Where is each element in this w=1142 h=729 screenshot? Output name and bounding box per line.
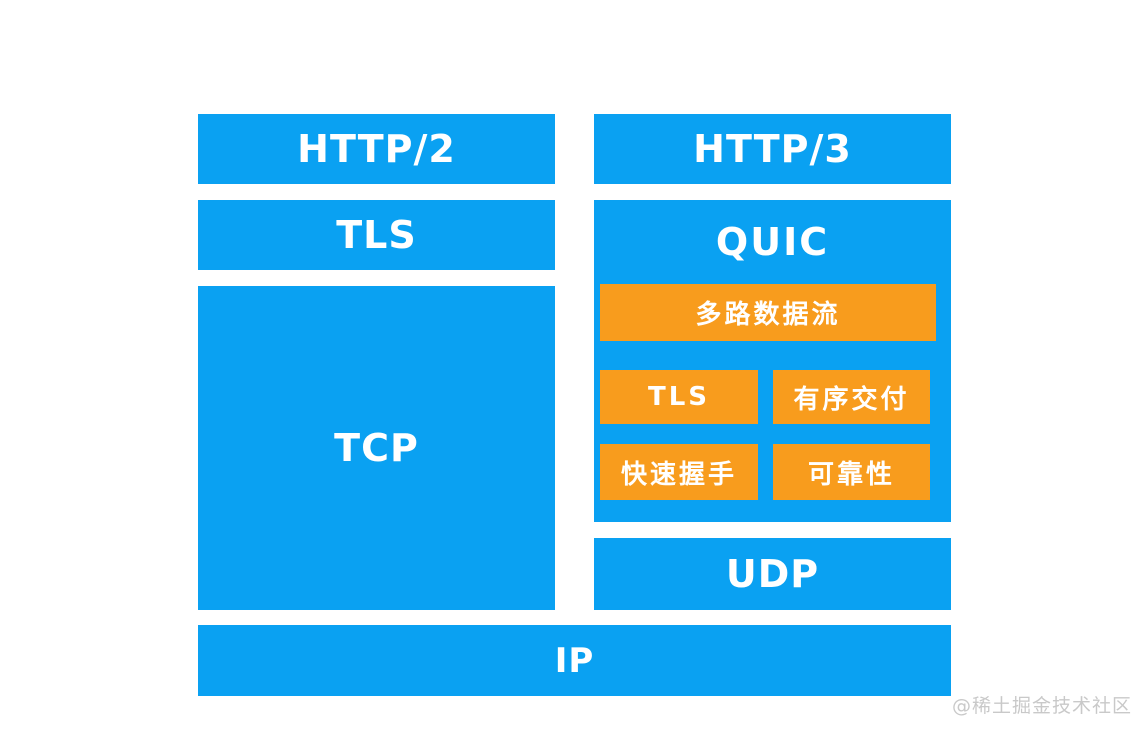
tls-layer-box: TLS — [198, 200, 555, 270]
tcp-layer-box: TCP — [198, 286, 555, 610]
quic-layer-label: QUIC — [715, 220, 830, 264]
http2-layer-box: HTTP/2 — [198, 114, 555, 184]
ip-layer-box: IP — [198, 625, 951, 696]
udp-layer-box: UDP — [594, 538, 951, 610]
quic-feature-ordered-delivery: 有序交付 — [773, 370, 930, 424]
quic-feature-fast-handshake: 快速握手 — [600, 444, 758, 500]
quic-feature-multiplex: 多路数据流 — [600, 284, 936, 341]
juejin-watermark: @稀土掘金技术社区 — [952, 695, 1133, 717]
http3-layer-box: HTTP/3 — [594, 114, 951, 184]
quic-feature-reliability: 可靠性 — [773, 444, 930, 500]
quic-feature-tls: TLS — [600, 370, 758, 424]
